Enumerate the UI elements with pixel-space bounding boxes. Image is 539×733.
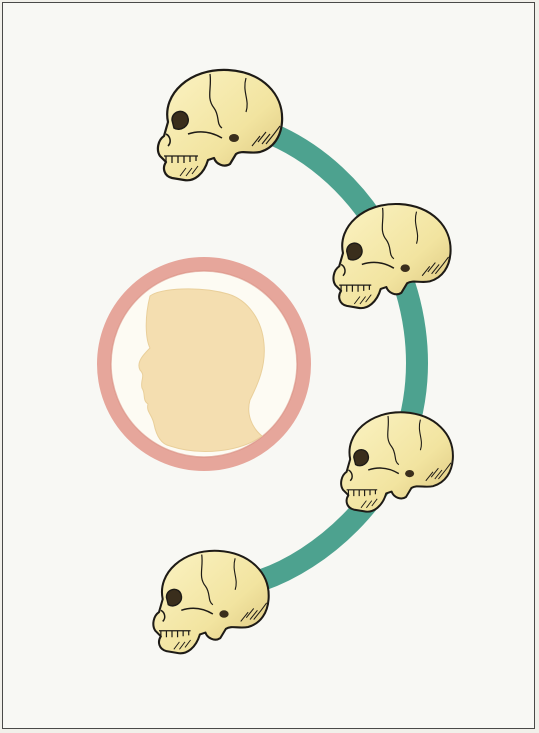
skull-lower-right bbox=[341, 412, 453, 511]
skull-upper-right bbox=[333, 204, 450, 308]
human-head-silhouette bbox=[139, 289, 264, 452]
modern-human-medallion bbox=[104, 264, 304, 464]
skull-top bbox=[158, 70, 282, 180]
skull-bottom bbox=[153, 551, 268, 654]
